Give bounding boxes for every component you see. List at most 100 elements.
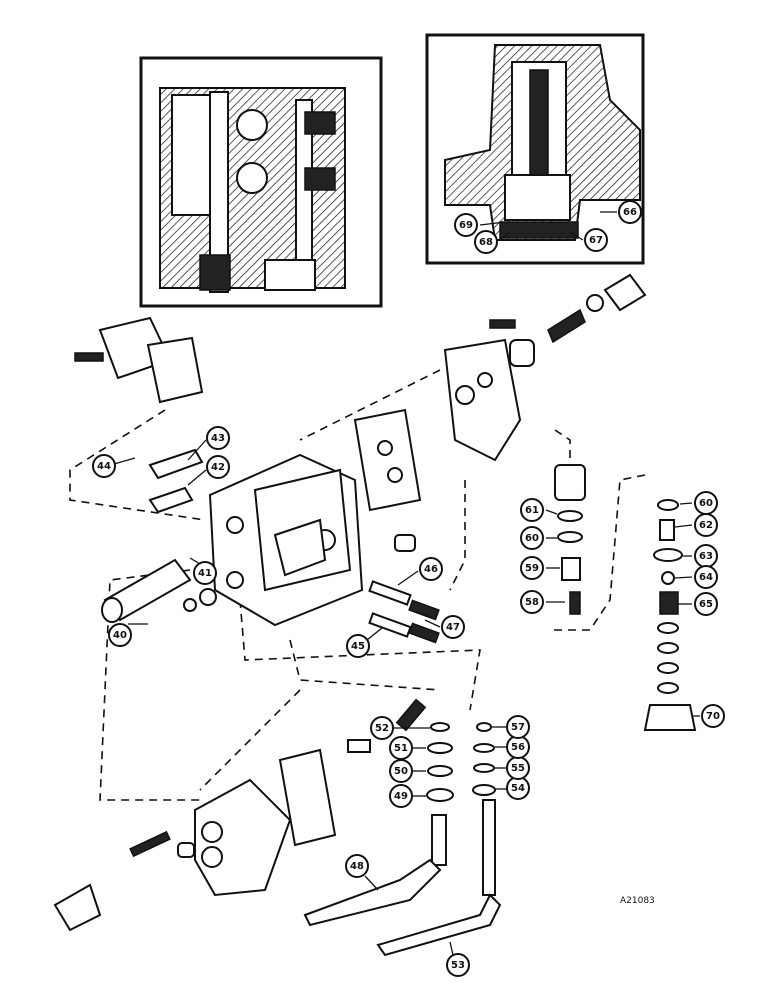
plungers-and-springs	[368, 534, 440, 644]
callout-60b: 60	[694, 491, 718, 515]
callout-label: 65	[699, 599, 713, 610]
callout-label: 61	[525, 505, 539, 516]
callout-50: 50	[389, 759, 413, 783]
callout-label: 66	[623, 207, 637, 218]
callout-label: 47	[446, 622, 460, 633]
callout-label: 56	[511, 742, 525, 753]
callout-circle	[193, 561, 217, 585]
callout-70: 70	[701, 704, 725, 728]
callout-55: 55	[506, 756, 530, 780]
inset-relief-valve-section	[425, 33, 645, 265]
callout-label: 53	[451, 960, 465, 971]
callout-label: 57	[511, 722, 525, 733]
callout-64: 64	[694, 565, 718, 589]
callout-circle	[370, 716, 394, 740]
callout-circle	[389, 784, 413, 808]
callout-circle	[108, 623, 132, 647]
callout-60a: 60	[520, 526, 544, 550]
callout-label: 45	[351, 641, 365, 652]
callout-66: 66	[618, 200, 642, 224]
callout-circle	[520, 526, 544, 550]
callout-circle	[454, 213, 478, 237]
relief-valve-parts	[554, 464, 697, 731]
callout-51: 51	[389, 736, 413, 760]
callout-circle	[694, 592, 718, 616]
callout-circle	[474, 230, 498, 254]
callout-40: 40	[108, 623, 132, 647]
callout-circle	[446, 953, 470, 977]
callout-circle	[441, 615, 465, 639]
callout-69: 69	[454, 213, 478, 237]
callout-circle	[92, 454, 116, 478]
callout-label: 67	[589, 235, 603, 246]
callout-46: 46	[419, 557, 443, 581]
rear-gasket	[353, 408, 422, 512]
callout-circle	[206, 455, 230, 479]
callout-61: 61	[520, 498, 544, 522]
callout-label: 58	[525, 597, 539, 608]
callout-circle	[346, 634, 370, 658]
callout-circle	[701, 704, 725, 728]
callout-label: 68	[479, 237, 493, 248]
callout-circle	[345, 854, 369, 878]
callout-47: 47	[441, 615, 465, 639]
callout-label: 48	[350, 861, 364, 872]
callout-label: 52	[375, 723, 389, 734]
callout-65: 65	[694, 592, 718, 616]
callout-44: 44	[92, 454, 116, 478]
callout-label: 62	[699, 520, 713, 531]
rear-cover	[443, 273, 647, 462]
callout-circle	[694, 513, 718, 537]
callout-label: 54	[511, 783, 525, 794]
detent-levers	[148, 448, 204, 514]
control-spool	[101, 558, 217, 623]
callout-label: 55	[511, 763, 525, 774]
callout-58: 58	[520, 590, 544, 614]
callout-label: 59	[525, 563, 539, 574]
callout-63: 63	[694, 544, 718, 568]
inset-valve-section	[139, 56, 383, 308]
callout-label: 51	[394, 743, 408, 754]
callout-42: 42	[206, 455, 230, 479]
callout-68: 68	[474, 230, 498, 254]
callout-circle	[618, 200, 642, 224]
callout-53: 53	[446, 953, 470, 977]
callout-circle	[419, 557, 443, 581]
callout-label: 60	[525, 533, 539, 544]
lever-seals	[347, 698, 496, 802]
callout-54: 54	[506, 776, 530, 800]
callout-circle	[506, 715, 530, 739]
callout-label: 63	[699, 551, 713, 562]
callout-circle	[520, 498, 544, 522]
callout-45: 45	[346, 634, 370, 658]
callout-circle	[206, 426, 230, 450]
main-valve-body	[208, 453, 364, 627]
callout-label: 42	[211, 462, 225, 473]
callout-62: 62	[694, 513, 718, 537]
callout-label: 69	[459, 220, 473, 231]
callout-57: 57	[506, 715, 530, 739]
callout-circle	[520, 556, 544, 580]
callout-circle	[694, 565, 718, 589]
callout-52: 52	[370, 716, 394, 740]
callout-layer: 4041424344454647484950515253545556575859…	[92, 200, 725, 977]
top-cover-plate	[74, 316, 204, 404]
assembly-guide-lines	[69, 369, 646, 801]
callout-67: 67	[584, 228, 608, 252]
callout-41: 41	[193, 561, 217, 585]
lower-cover-assembly	[53, 748, 337, 932]
callout-circle	[389, 736, 413, 760]
control-levers	[303, 799, 502, 957]
callout-48: 48	[345, 854, 369, 878]
callout-59: 59	[520, 556, 544, 580]
callout-circle	[520, 590, 544, 614]
callout-circle	[584, 228, 608, 252]
callout-43: 43	[206, 426, 230, 450]
callout-label: 44	[97, 461, 111, 472]
callout-label: 50	[394, 766, 408, 777]
callout-label: 40	[113, 630, 127, 641]
callout-label: 64	[699, 572, 713, 583]
callout-label: 41	[198, 568, 212, 579]
